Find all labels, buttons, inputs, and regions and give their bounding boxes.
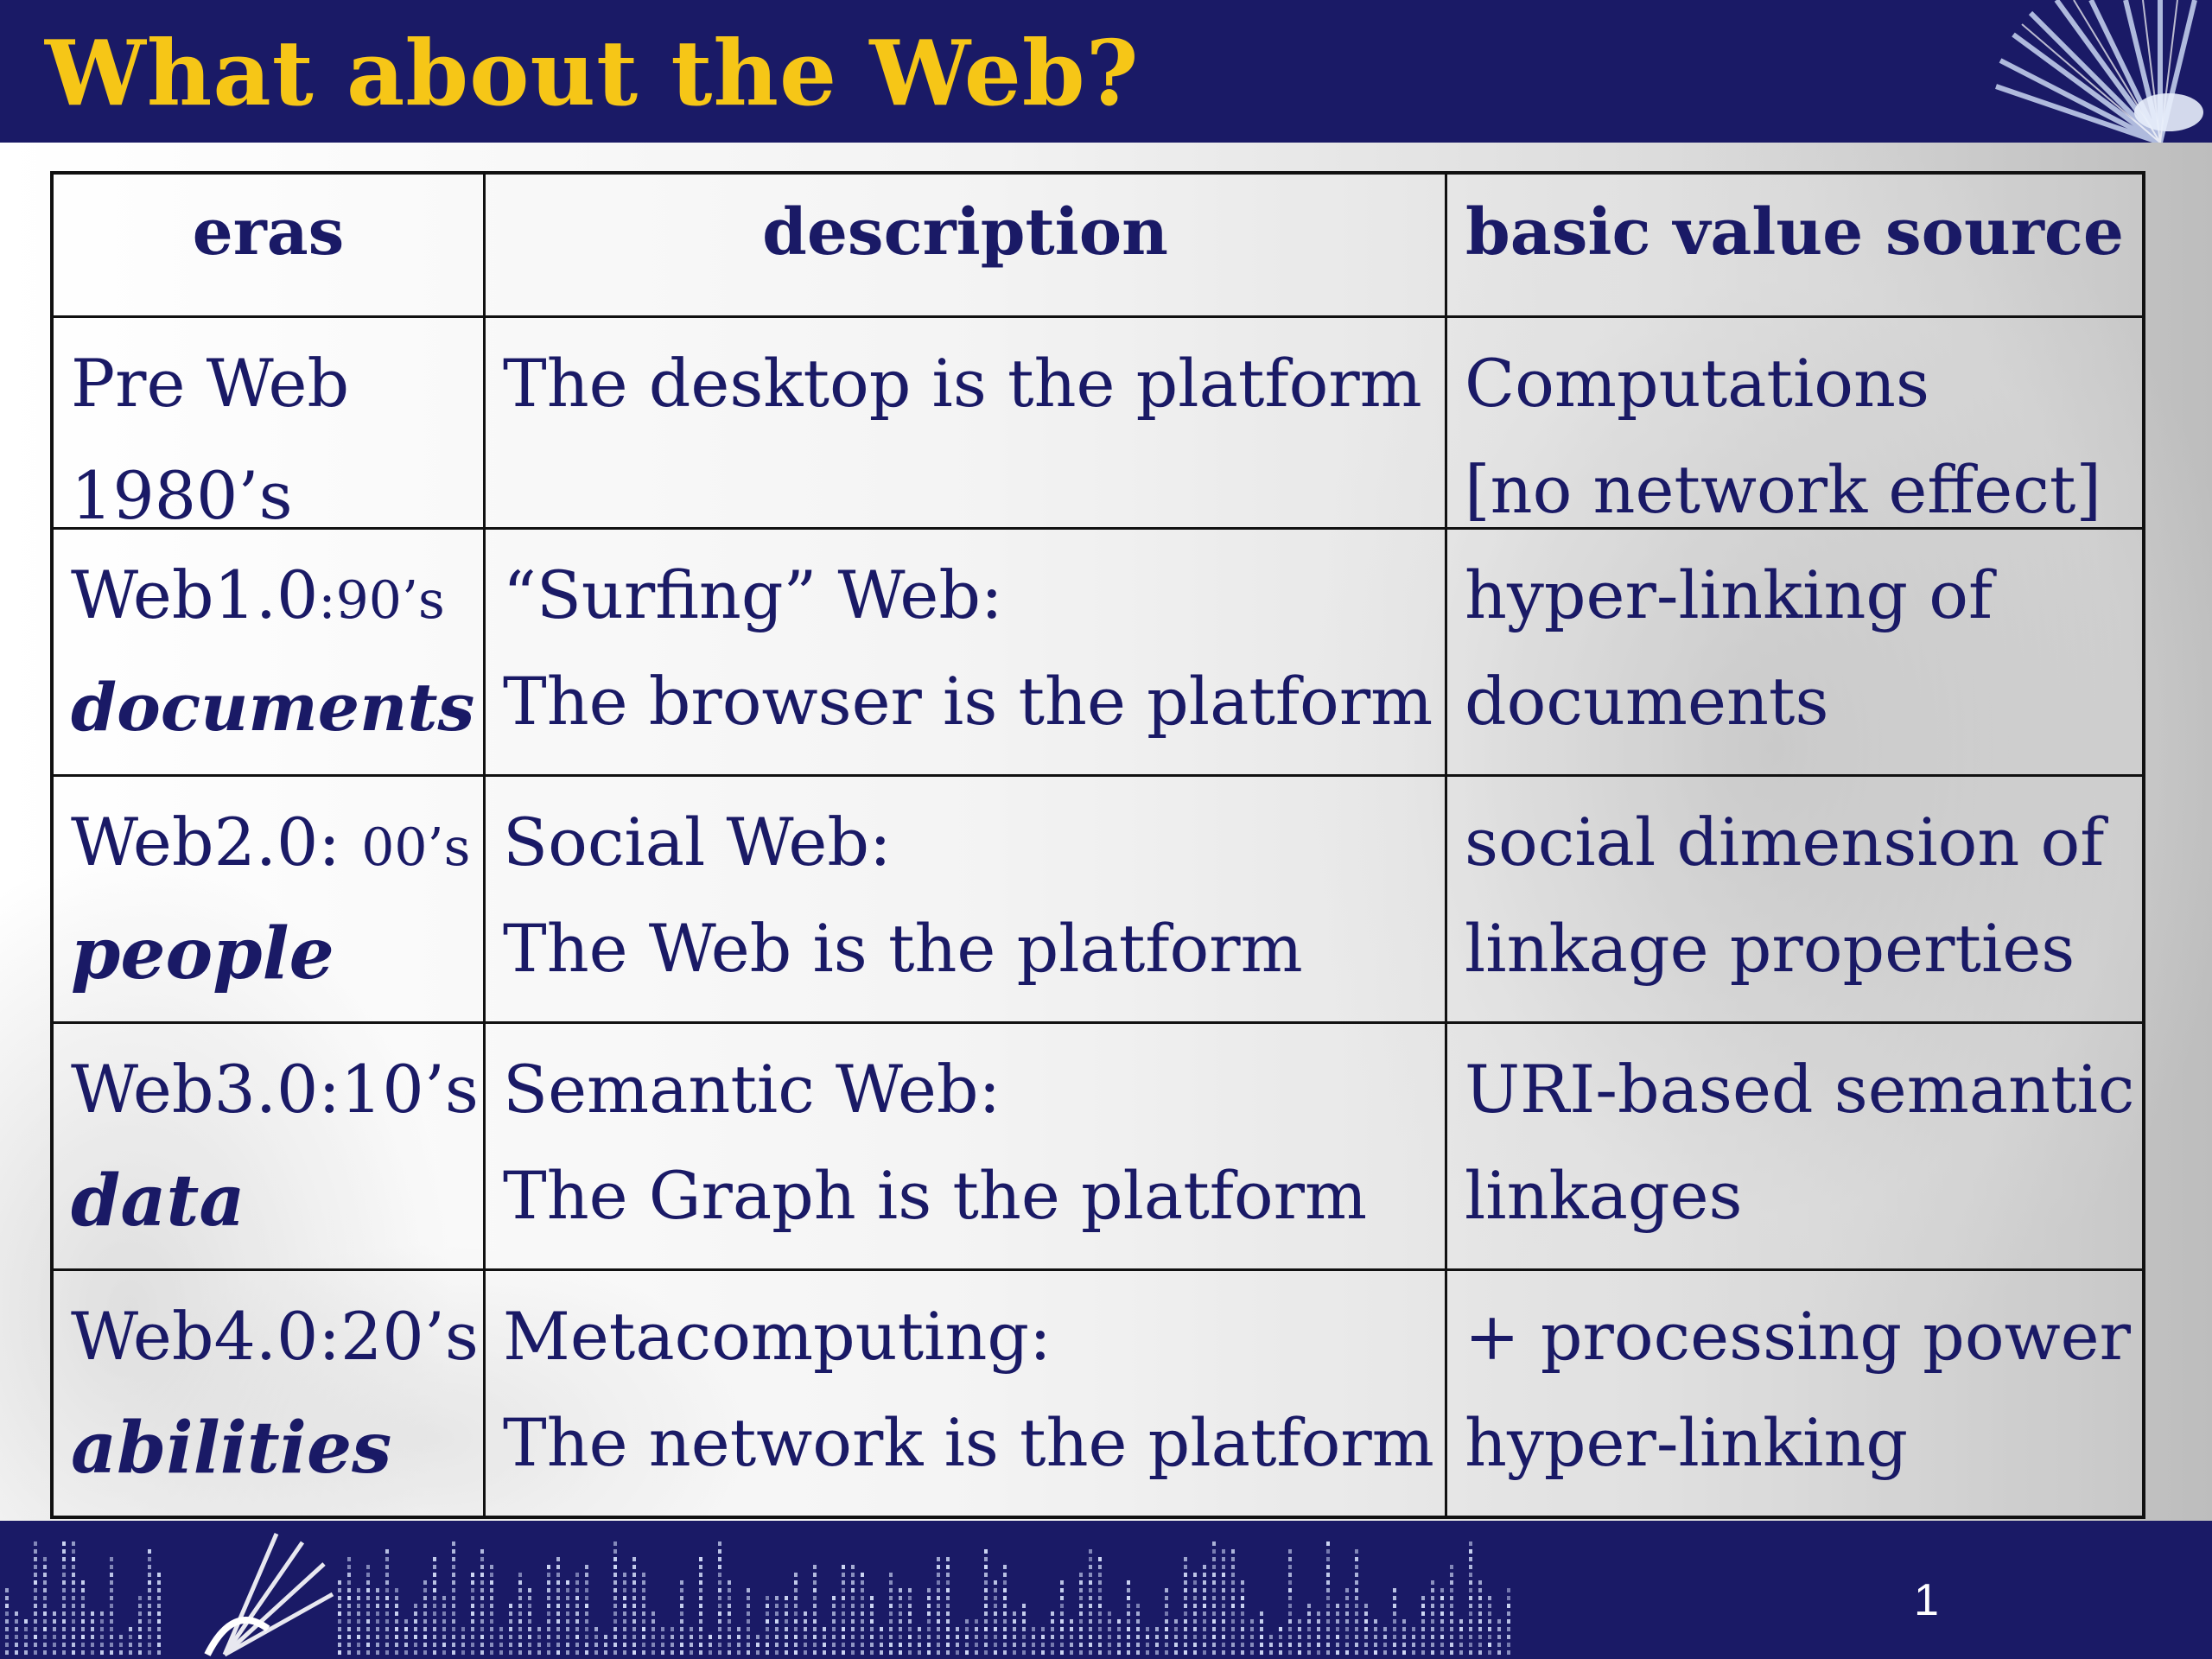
era-label: Web4.0:20’s <box>71 1298 479 1375</box>
era-decade: 1980’s <box>71 457 293 530</box>
slide-title: What about the Web? <box>45 20 1140 126</box>
table-cell-era: Web2.0: 00’s people <box>54 777 486 1024</box>
page-number: 1 <box>1914 1575 1939 1625</box>
era-focus: documents <box>71 669 475 746</box>
era-focus: people <box>71 912 334 995</box>
background-photo <box>0 143 2212 1521</box>
signal-bars-decoration <box>5 1541 1510 1655</box>
table-cell-description: Metacomputing: The network is the platfo… <box>486 1271 1447 1516</box>
era-focus: data <box>71 1160 245 1243</box>
slide-header: What about the Web? <box>0 0 2212 143</box>
table-cell-description: Social Web: The Web is the platform <box>486 777 1447 1024</box>
era-label: Web1.0:90’s <box>71 556 445 633</box>
table-cell-description: The desktop is the platform <box>486 318 1447 530</box>
era-label: Pre Web <box>71 345 350 422</box>
table-cell-value-source: URI-based semantic linkages <box>1447 1024 2142 1271</box>
table-cell-value-source: hyper-linking of documents <box>1447 530 2142 777</box>
table-cell-era: Pre Web 1980’s <box>54 318 486 530</box>
column-header-basic-value-source: basic value source <box>1447 175 2142 318</box>
table-cell-description: Semantic Web: The Graph is the platform <box>486 1024 1447 1271</box>
era-label: Web2.0: 00’s <box>71 804 471 880</box>
table-cell-era: Web4.0:20’s abilities <box>54 1271 486 1516</box>
fan-emblem-icon <box>204 1533 334 1657</box>
column-header-eras: eras <box>54 175 486 318</box>
table-cell-era: Web3.0:10’s data <box>54 1024 486 1271</box>
fan-emblem-icon <box>1995 0 2203 143</box>
era-focus: abilities <box>71 1407 392 1490</box>
web-eras-table: eras description basic value source Pre … <box>50 171 2145 1519</box>
table-cell-description: “Surfing” Web: The browser is the platfo… <box>486 530 1447 777</box>
table-cell-era: Web1.0:90’s documents <box>54 530 486 777</box>
table-cell-value-source: + processing power hyper-linking <box>1465 1298 2131 1481</box>
era-label: Web3.0:10’s <box>71 1051 479 1128</box>
table-cell-value-source: Computations [no network effect] <box>1447 318 2142 530</box>
column-header-description: description <box>486 175 1447 318</box>
table-cell-value-source: social dimension of linkage properties <box>1447 777 2142 1024</box>
